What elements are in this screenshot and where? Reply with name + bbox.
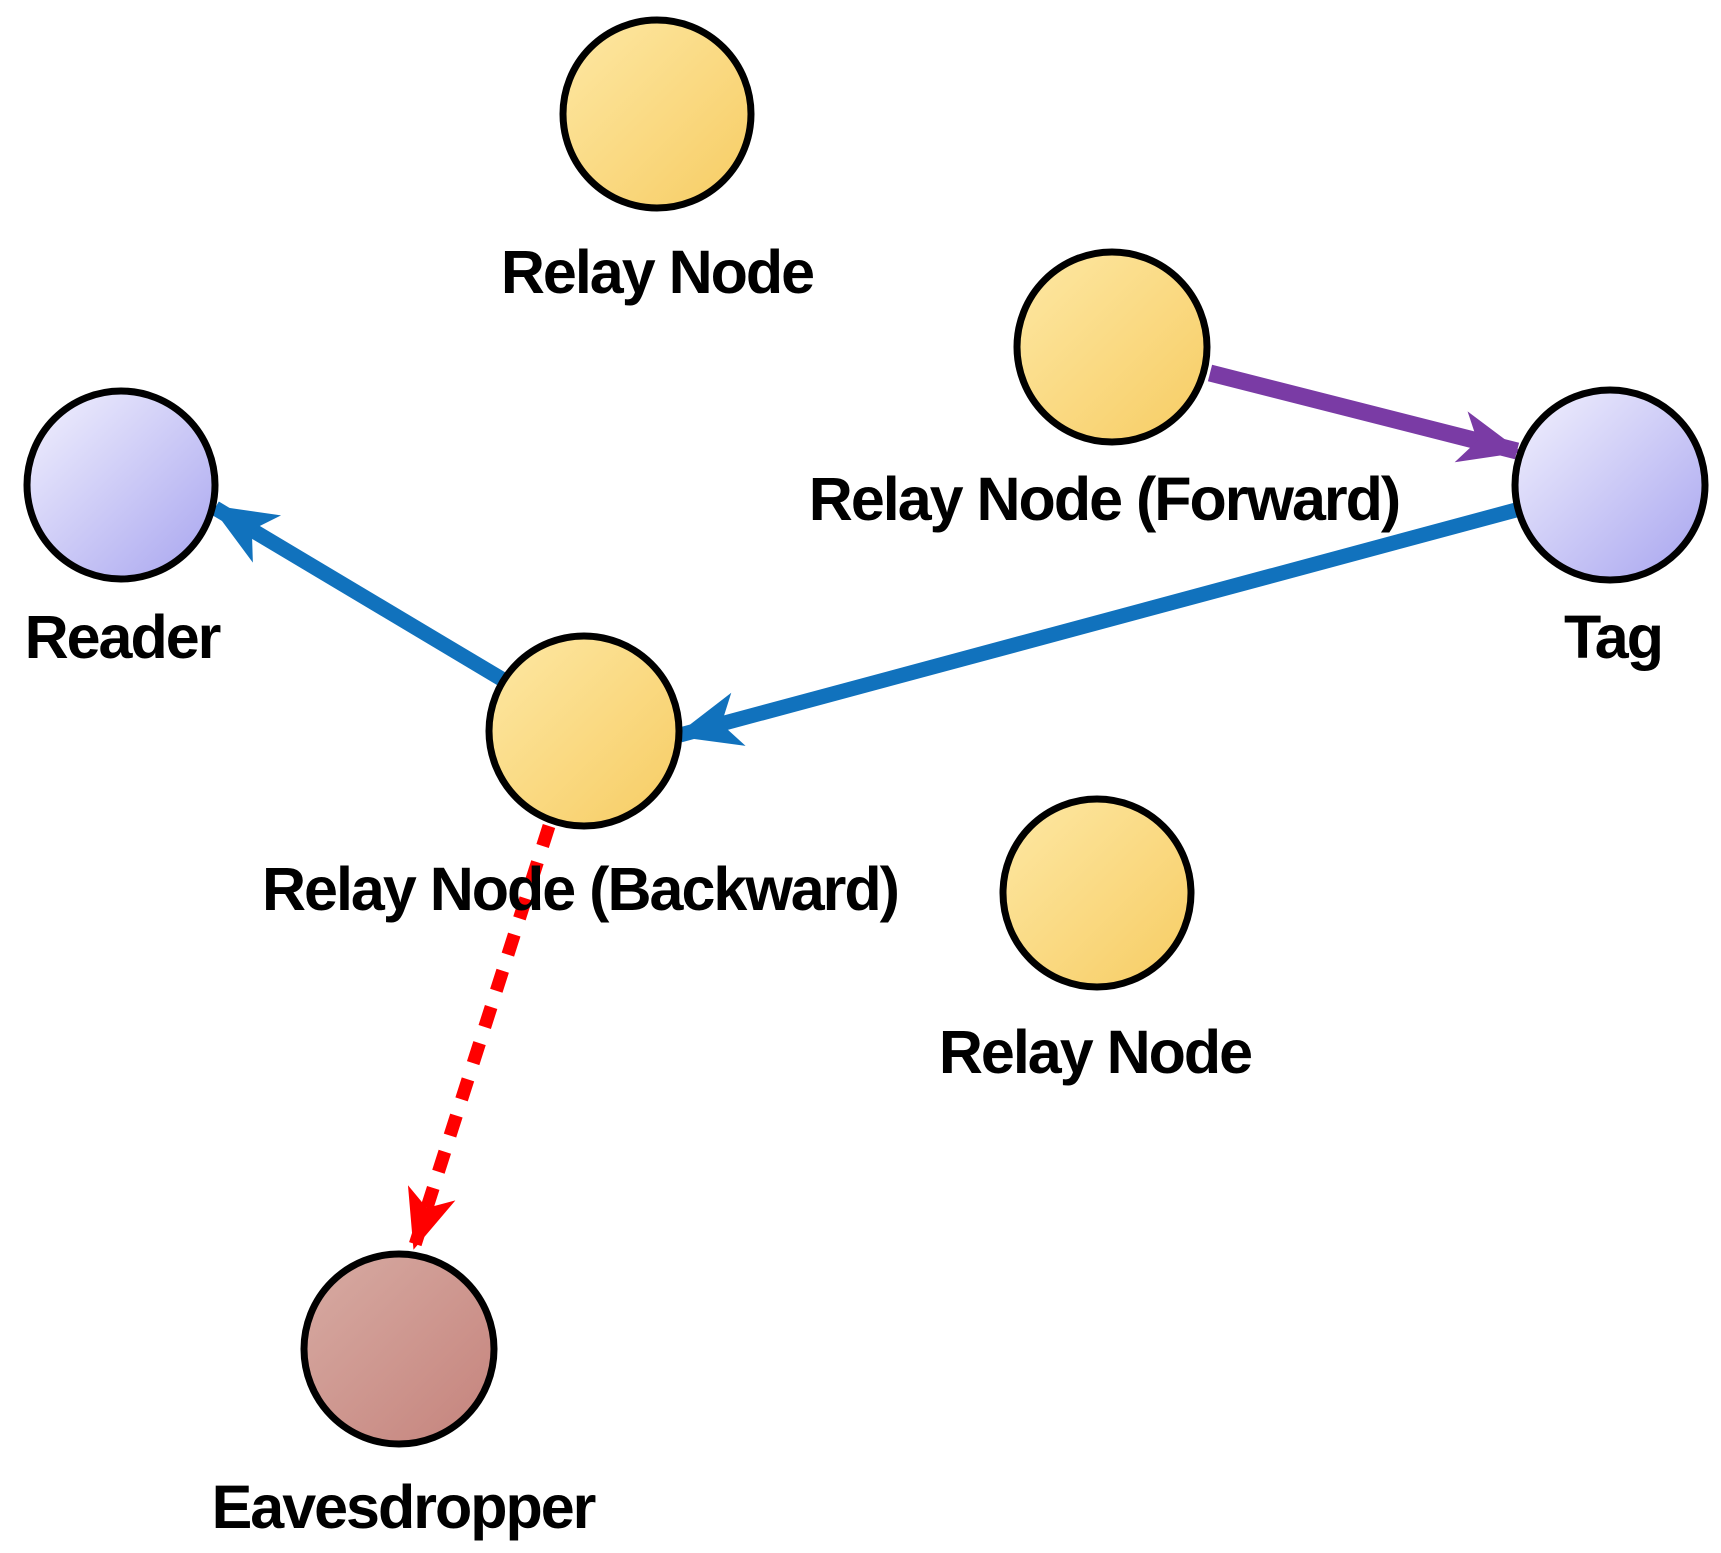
node-relay-forward-circle <box>1013 248 1211 446</box>
label-relay-forward: Relay Node (Forward) <box>809 465 1399 533</box>
arrow-tag-to-backward-relay <box>674 502 1518 746</box>
label-relay-bottom: Relay Node <box>939 1018 1251 1086</box>
label-reader: Reader <box>25 603 221 671</box>
label-relay-top: Relay Node <box>501 238 813 306</box>
node-tag-circle <box>1511 386 1709 584</box>
label-eavesdropper: Eavesdropper <box>212 1473 596 1541</box>
node-relay-backward-circle <box>485 632 683 830</box>
node-relay-top-circle <box>559 16 755 212</box>
node-eavesdropper-circle <box>300 1250 498 1448</box>
label-relay-backward: Relay Node (Backward) <box>262 855 898 923</box>
label-tag: Tag <box>1564 603 1662 671</box>
arrow-backward-relay-to-reader <box>210 501 509 688</box>
node-relay-bottom-circle <box>999 795 1195 991</box>
arrow-forward-relay-to-tag <box>1207 364 1523 463</box>
node-reader-circle <box>23 387 219 583</box>
